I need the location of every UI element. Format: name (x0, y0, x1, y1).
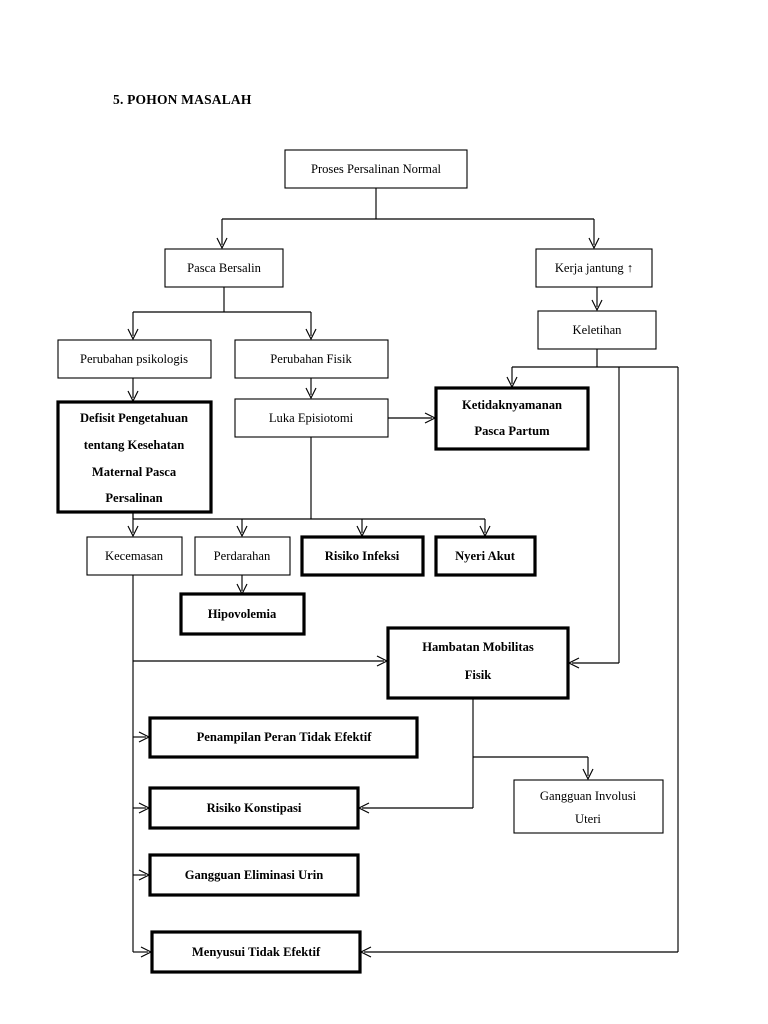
node-ketidaknyamanan-pasca-partum[interactable]: Ketidaknyamanan Pasca Partum (434, 386, 590, 451)
arrowhead-kerja-jantung (588, 237, 600, 250)
node-label: Luka Episiotomi (269, 411, 354, 425)
node-nyeri-akut[interactable]: Nyeri Akut (434, 535, 537, 577)
arrowhead-pasca-bersalin (216, 237, 228, 250)
node-label: Nyeri Akut (455, 549, 516, 563)
node-label: Risiko Konstipasi (207, 801, 302, 815)
arrowhead-luka-episiotomi (305, 387, 317, 400)
node-label-line-3: Maternal Pasca (92, 465, 177, 479)
node-label-line-2: Uteri (575, 812, 601, 826)
arrowhead-perubahan-psikologis (127, 328, 139, 341)
node-label: Kerja jantung ↑ (555, 261, 633, 275)
node-proses-persalinan-normal[interactable]: Proses Persalinan Normal (284, 149, 468, 189)
node-perdarahan[interactable]: Perdarahan (194, 536, 291, 576)
node-label-line-2: tentang Kesehatan (84, 438, 184, 452)
node-label-line-1: Ketidaknyamanan (462, 398, 562, 412)
node-label: Gangguan Eliminasi Urin (185, 868, 324, 882)
node-label: Menyusui Tidak Efektif (192, 945, 321, 959)
node-label-line-2: Fisik (465, 668, 492, 682)
node-perubahan-fisik[interactable]: Perubahan Fisik (234, 339, 389, 379)
arrowhead-gangguan-involusi (582, 768, 594, 781)
node-label-line-4: Persalinan (105, 491, 162, 505)
node-label-line-1: Gangguan Involusi (540, 789, 637, 803)
node-label-line-1: Defisit Pengetahuan (80, 411, 188, 425)
node-label: Pasca Bersalin (187, 261, 261, 275)
node-label: Hipovolemia (208, 607, 277, 621)
node-perubahan-psikologis[interactable]: Perubahan psikologis (57, 339, 212, 379)
node-gangguan-eliminasi-urin[interactable]: Gangguan Eliminasi Urin (148, 853, 360, 897)
node-pasca-bersalin[interactable]: Pasca Bersalin (164, 248, 284, 288)
node-risiko-infeksi[interactable]: Risiko Infeksi (300, 535, 425, 577)
node-label-line-2: Pasca Partum (474, 424, 550, 438)
node-penampilan-peran-tidak-efektif[interactable]: Penampilan Peran Tidak Efektif (148, 716, 419, 759)
node-hambatan-mobilitas-fisik[interactable]: Hambatan Mobilitas Fisik (386, 626, 570, 700)
node-menyusui-tidak-efektif[interactable]: Menyusui Tidak Efektif (150, 930, 362, 974)
node-kerja-jantung[interactable]: Kerja jantung ↑ (535, 248, 653, 288)
node-label: Kecemasan (105, 549, 164, 563)
edge-layer (127, 188, 679, 958)
node-keletihan[interactable]: Keletihan (537, 310, 657, 350)
arrowhead-kecemasan (127, 525, 139, 538)
node-label: Keletihan (573, 323, 623, 337)
node-defisit-pengetahuan[interactable]: Defisit Pengetahuan tentang Kesehatan Ma… (56, 400, 213, 514)
node-hipovolemia[interactable]: Hipovolemia (179, 592, 306, 636)
node-label: Risiko Infeksi (325, 549, 400, 563)
node-kecemasan[interactable]: Kecemasan (86, 536, 183, 576)
node-label: Proses Persalinan Normal (311, 162, 442, 176)
arrowhead-perubahan-fisik (305, 328, 317, 341)
node-label-line-1: Hambatan Mobilitas (422, 640, 534, 654)
node-label: Perubahan psikologis (80, 352, 188, 366)
node-gangguan-involusi-uteri[interactable]: Gangguan Involusi Uteri (513, 779, 664, 834)
arrowhead-keletihan (591, 299, 603, 312)
node-label: Penampilan Peran Tidak Efektif (197, 730, 373, 744)
arrowhead-perdarahan (236, 525, 248, 538)
node-label: Perdarahan (214, 549, 271, 563)
node-luka-episiotomi[interactable]: Luka Episiotomi (234, 398, 389, 438)
node-layer: Proses Persalinan Normal Pasca Bersalin … (56, 149, 664, 974)
page-title: 5. POHON MASALAH (113, 92, 252, 107)
node-risiko-konstipasi[interactable]: Risiko Konstipasi (148, 786, 360, 830)
node-label: Perubahan Fisik (270, 352, 352, 366)
